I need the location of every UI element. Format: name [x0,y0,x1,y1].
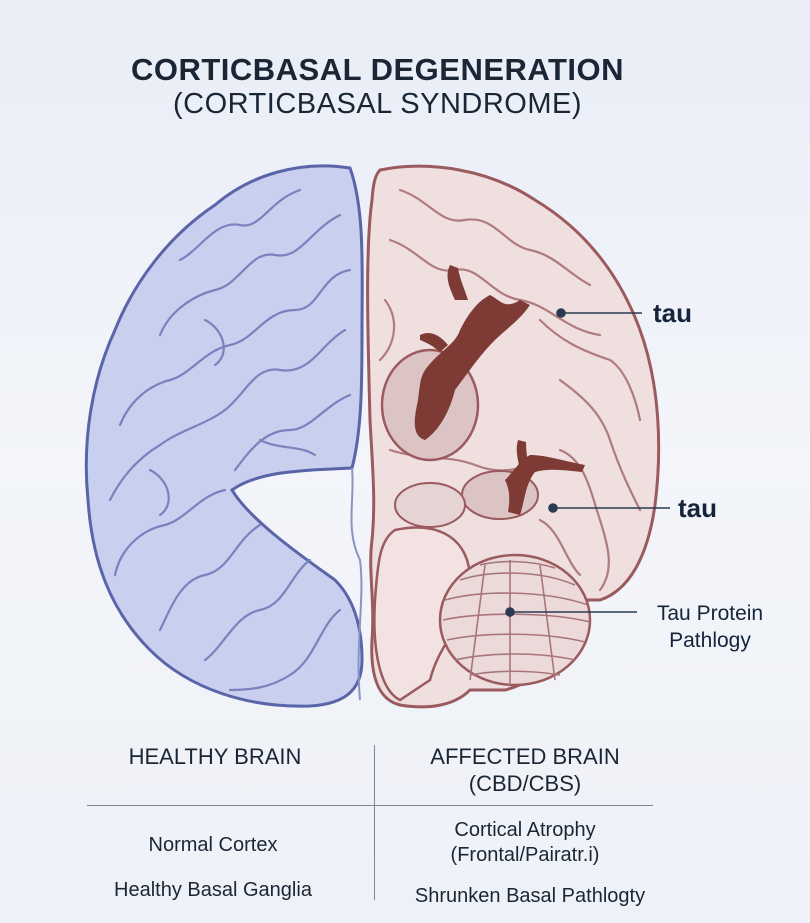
label-tau-upper: tau [653,298,692,328]
cerebellum [438,553,592,687]
healthy-row-cortex: Normal Cortex [148,834,278,856]
page-subtitle: (CORTICBASAL SYNDROME) [173,88,582,120]
table-divider-vertical [374,745,375,900]
label-tau-lower: tau [678,493,717,523]
label-tau-protein-pathology: Tau Protein Pathlogy [656,602,764,652]
healthy-hemisphere [84,164,364,708]
header-healthy-brain: HEALTHY BRAIN [128,744,302,769]
page-title: CORTICBASAL DEGENERATION [130,52,625,87]
header-affected-brain: AFFECTED BRAIN (CBD/CBS) [430,744,620,796]
table-divider-horizontal [87,805,653,806]
healthy-row-basal-ganglia: Healthy Basal Ganglia [114,879,312,901]
affected-row-cortical-atrophy: Cortical Atrophy (Frontal/Pairatr.i) [450,819,600,866]
label-pointers [505,308,670,617]
affected-row-basal: Shrunken Basal Pathlogty [414,885,646,907]
tau-deposits [414,265,585,515]
affected-hemisphere [366,164,661,709]
